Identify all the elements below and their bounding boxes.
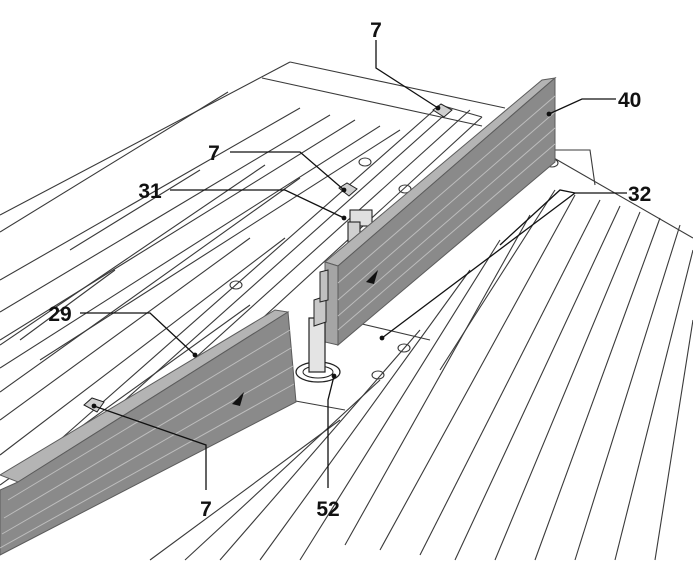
leader-52	[327, 375, 335, 488]
right-fence-grooves	[337, 95, 556, 331]
screw-hole	[358, 157, 372, 167]
left-fence-board	[0, 309, 297, 556]
leader-lines	[80, 40, 627, 490]
right-table-back-edge	[539, 149, 693, 239]
leader-31	[170, 189, 345, 219]
right-table-planks	[149, 189, 693, 561]
left-fence-arrow-icon	[232, 392, 244, 406]
screw-hole	[398, 184, 412, 194]
right-fence-board	[323, 76, 557, 347]
clamp-screw-middle	[338, 182, 358, 197]
callout-52: 52	[316, 498, 339, 521]
left-table-back-edge	[289, 61, 506, 109]
callout-31: 31	[138, 180, 162, 203]
screw-hole	[229, 280, 243, 290]
insert-plate-edge	[289, 399, 346, 411]
left-table-side-edge	[0, 61, 291, 216]
screw-hole	[397, 343, 411, 353]
right-table-surface	[149, 149, 693, 561]
leader-7-mid	[230, 151, 345, 191]
left-fence-grooves	[0, 329, 295, 549]
leader-7-bottom	[93, 405, 207, 490]
callout-labels: 7 40 7 31 32 29 7 52	[48, 19, 651, 521]
callout-7-bottom: 7	[200, 498, 212, 521]
right-table-corner	[555, 149, 596, 186]
leader-29	[80, 312, 196, 356]
fence-adjustment-knob	[347, 209, 373, 243]
callout-32: 32	[628, 183, 651, 206]
table-slot-line	[261, 77, 483, 127]
router-bit	[295, 269, 341, 383]
callout-7-top: 7	[370, 19, 382, 42]
callout-40: 40	[618, 89, 641, 112]
leader-7-top	[375, 40, 439, 109]
leader-40	[548, 98, 616, 115]
leader-32-lower	[381, 192, 576, 339]
leader-32-upper	[499, 189, 627, 246]
callout-7-middle: 7	[208, 142, 220, 165]
callout-29: 29	[48, 303, 71, 326]
screw-hole	[371, 370, 385, 380]
right-fence-arrow-icon	[366, 270, 378, 284]
